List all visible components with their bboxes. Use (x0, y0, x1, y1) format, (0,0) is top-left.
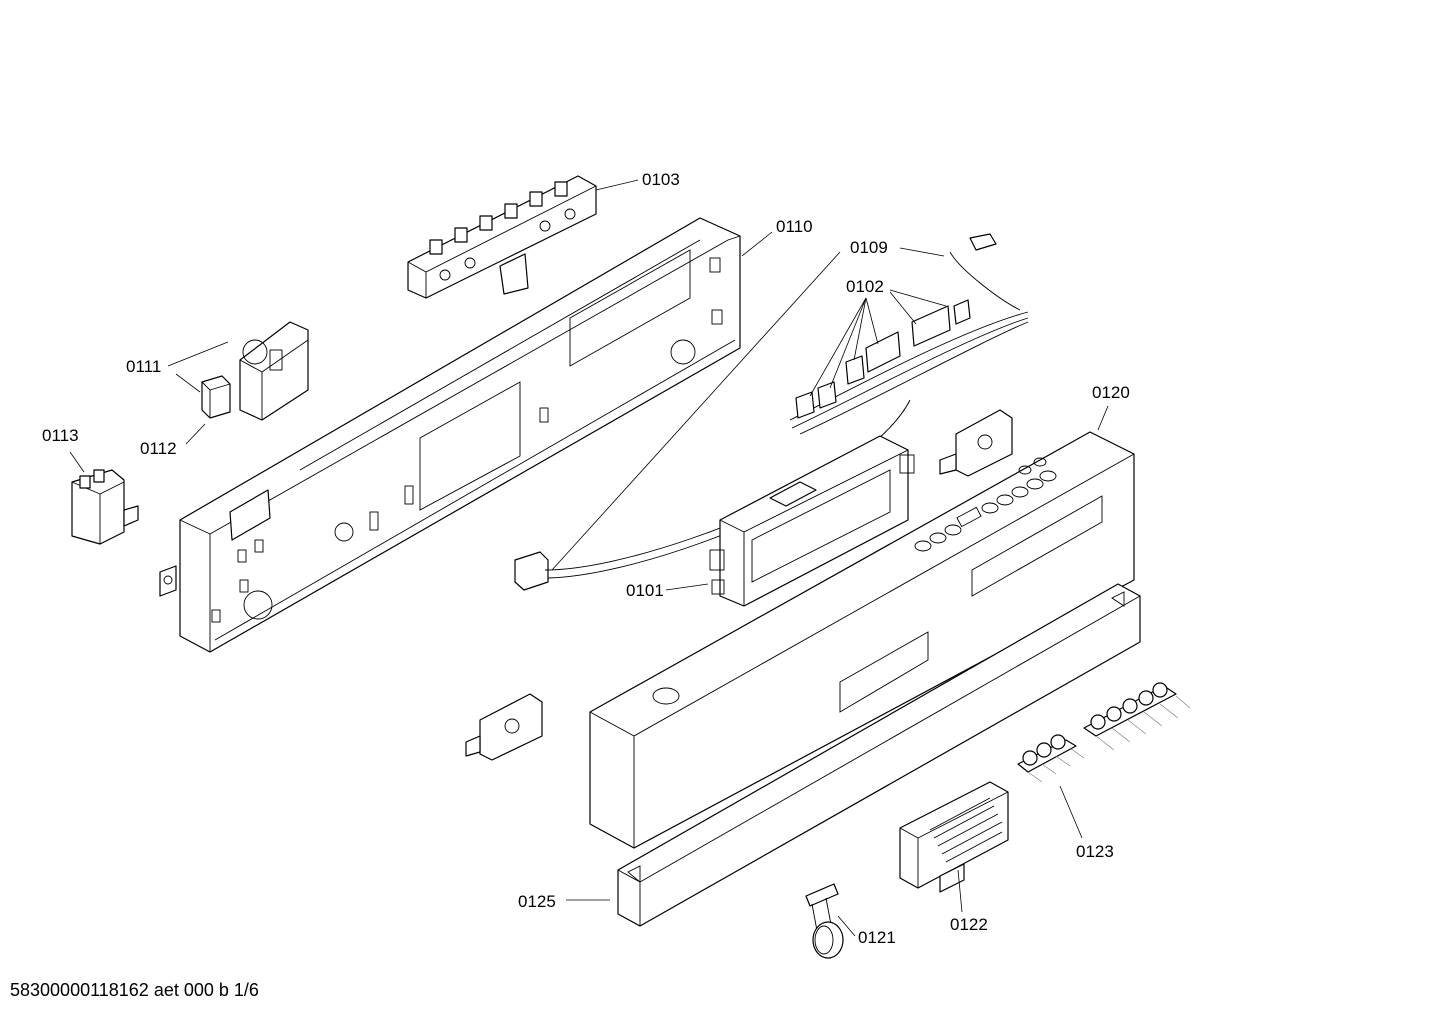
part-0112-relay (201, 375, 231, 419)
document-code: 58300000118162 aet 000 b 1/6 (10, 980, 259, 1000)
label-0122: 0122 (950, 915, 988, 934)
part-0113-terminal-block (71, 469, 139, 545)
label-0123: 0123 (1076, 842, 1114, 861)
part-0120-fascia-panel (589, 431, 1135, 849)
part-0122-button-carrier (899, 781, 1009, 893)
label-0101: 0101 (626, 581, 664, 600)
label-0109: 0109 (850, 238, 888, 257)
label-0112: 0112 (140, 439, 177, 458)
label-0103: 0103 (642, 170, 680, 189)
part-0123-led-board-small (1017, 734, 1085, 783)
part-0111-bracket (239, 321, 309, 421)
part-0121-knob (805, 883, 844, 959)
label-0113: 0113 (42, 426, 79, 445)
label-0102: 0102 (846, 277, 884, 296)
label-0125: 0125 (518, 892, 556, 911)
part-0103-connector-strip (407, 175, 597, 299)
part-clip-upper (939, 409, 1013, 477)
label-0121: 0121 (858, 928, 896, 947)
part-0123-led-board-large (1083, 682, 1191, 751)
part-0125-trim-strip (617, 583, 1141, 927)
part-clip-lower (465, 693, 543, 761)
part-0109-harness (514, 233, 1029, 591)
label-0120: 0120 (1092, 383, 1130, 402)
callout-labels: 0103 0110 0109 0102 0111 0112 0113 0101 … (42, 170, 1130, 947)
label-0110: 0110 (776, 217, 813, 236)
part-0101-display-module (709, 435, 915, 607)
label-0111: 0111 (126, 357, 161, 376)
leader-lines (69, 179, 1109, 937)
part-0110-frame (159, 217, 741, 653)
